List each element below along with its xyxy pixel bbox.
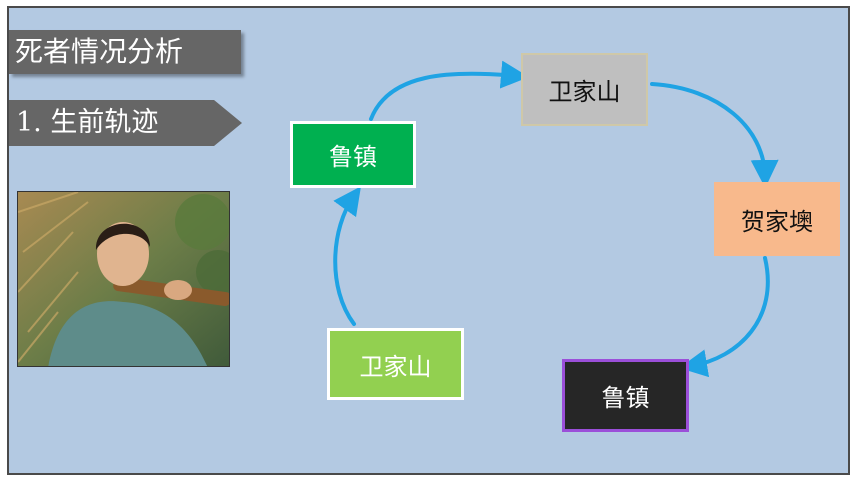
arrow-1-to-2 xyxy=(369,60,529,121)
node-label: 卫家山 xyxy=(548,78,621,106)
node-label: 鲁镇 xyxy=(329,143,377,171)
subsection-title: 1. 生前轨迹 xyxy=(9,100,242,146)
woman-portrait-photo xyxy=(17,191,230,367)
section-title-text: 死者情况分析 xyxy=(15,35,184,68)
node-luzhen-start: 鲁镇 xyxy=(290,121,416,188)
subsection-title-text: 1. 生前轨迹 xyxy=(16,107,159,138)
slide-canvas: 死者情况分析 1. 生前轨迹 xyxy=(7,6,850,475)
node-hejiaao: 贺家墺 xyxy=(714,182,840,256)
arrow-2-to-3 xyxy=(650,82,779,188)
node-weijiashan-bottom: 卫家山 xyxy=(327,328,464,400)
node-label: 卫家山 xyxy=(359,352,432,381)
arrow-5-to-1 xyxy=(333,186,361,326)
node-weijiashan-top: 卫家山 xyxy=(521,53,648,126)
node-luzhen-end: 鲁镇 xyxy=(562,359,689,432)
section-title: 死者情况分析 xyxy=(9,30,241,74)
arrow-3-to-4 xyxy=(679,256,770,378)
trajectory-arrows xyxy=(333,60,779,378)
node-label: 贺家墺 xyxy=(741,207,813,236)
node-label: 鲁镇 xyxy=(601,384,650,412)
